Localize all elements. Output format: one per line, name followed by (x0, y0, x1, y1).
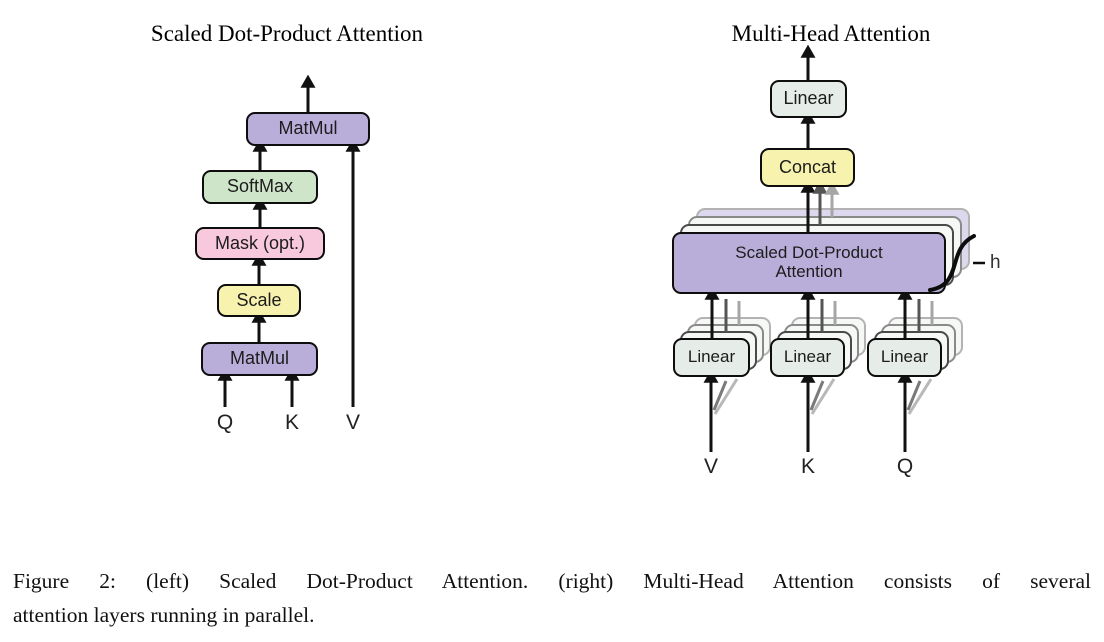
figure-caption-line1: Figure 2: (left) Scaled Dot-Product Atte… (13, 569, 1091, 593)
matmul-top-label: MatMul (278, 118, 338, 139)
input-label-v: V (345, 411, 360, 434)
figure-caption-line2: attention layers running in parallel. (13, 603, 315, 627)
input-shadow-v1 (712, 380, 728, 411)
mask-box: Mask (opt.) (195, 227, 325, 260)
linear-q-label: Linear (880, 347, 929, 367)
right-diagram-title: Multi-Head Attention (731, 21, 931, 46)
left-diagram-title: Scaled Dot-Product Attention (150, 21, 424, 46)
input-shadow-k1 (809, 380, 825, 411)
input-label-q-right: Q (896, 455, 914, 478)
linear-top-box: Linear (770, 80, 847, 118)
concat-box: Concat (760, 148, 855, 187)
heads-count-label: h (990, 252, 1001, 273)
linear-v-box: Linear (673, 338, 750, 377)
softmax-box: SoftMax (202, 170, 318, 204)
scale-box: Scale (217, 284, 301, 317)
sdpa-label-line1: Scaled Dot-Product (735, 243, 883, 263)
concat-label: Concat (778, 156, 837, 177)
scale-label: Scale (236, 289, 282, 310)
sdpa-label-line2: Attention (775, 262, 843, 281)
input-label-k: K (284, 411, 299, 434)
matmul-bottom-box: MatMul (201, 342, 318, 376)
input-label-k-right: K (800, 455, 815, 478)
mask-label: Mask (opt.) (214, 232, 306, 253)
matmul-bottom-label: MatMul (229, 348, 289, 369)
input-shadow-v2 (713, 378, 739, 415)
input-label-q: Q (216, 411, 234, 434)
linear-v-label: Linear (687, 347, 736, 367)
matmul-top-box: MatMul (246, 112, 370, 146)
input-shadow-k2 (810, 378, 836, 415)
linear-k-box: Linear (770, 338, 845, 377)
input-label-v-right: V (703, 455, 718, 478)
input-shadow-q1 (906, 380, 922, 411)
sdpa-box: Scaled Dot-Product Attention (672, 232, 946, 294)
linear-top-label: Linear (783, 88, 834, 109)
input-shadow-q2 (907, 378, 933, 415)
linear-k-label: Linear (783, 347, 832, 367)
softmax-label: SoftMax (226, 176, 294, 197)
linear-q-box: Linear (867, 338, 942, 377)
